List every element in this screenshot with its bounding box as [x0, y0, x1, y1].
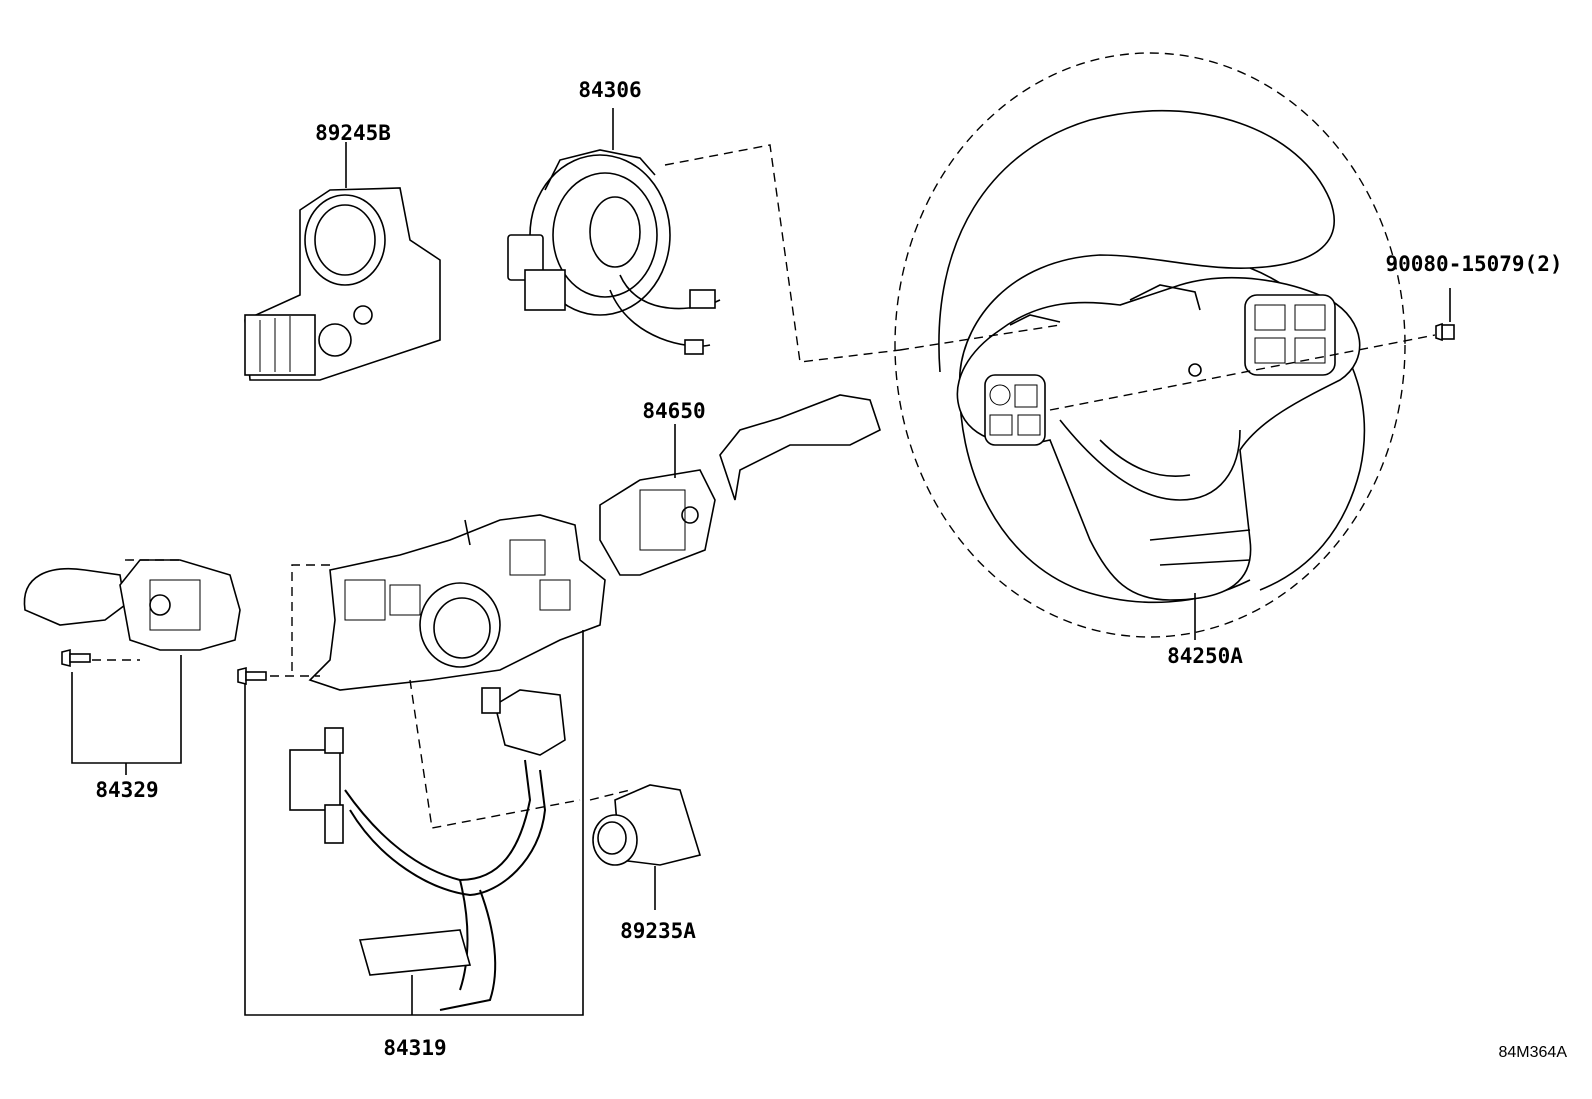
label-89245B: 89245B: [315, 121, 391, 145]
label-84306: 84306: [578, 78, 641, 102]
bolt-drawing: [1435, 288, 1455, 342]
wiper-switch-drawing: [599, 394, 881, 576]
steering-sensor-drawing: [244, 142, 441, 381]
label-84650: 84650: [642, 399, 705, 423]
light-switch-drawing: [23, 559, 241, 651]
sensor-89235A-drawing: [589, 784, 702, 910]
label-89235A: 89235A: [620, 919, 696, 943]
switch-body-drawing: [291, 514, 606, 691]
label-84329: 84329: [95, 778, 158, 802]
label-90080-15079: 90080-15079(2): [1385, 252, 1562, 276]
spiral-cable-drawing: [507, 108, 901, 363]
label-84319: 84319: [383, 1036, 446, 1060]
label-84250A: 84250A: [1167, 644, 1243, 668]
wire-harness-drawing: [289, 679, 581, 1011]
diagram-code: 84M364A: [1499, 1044, 1568, 1061]
steering-wheel-drawing: [894, 52, 1436, 638]
